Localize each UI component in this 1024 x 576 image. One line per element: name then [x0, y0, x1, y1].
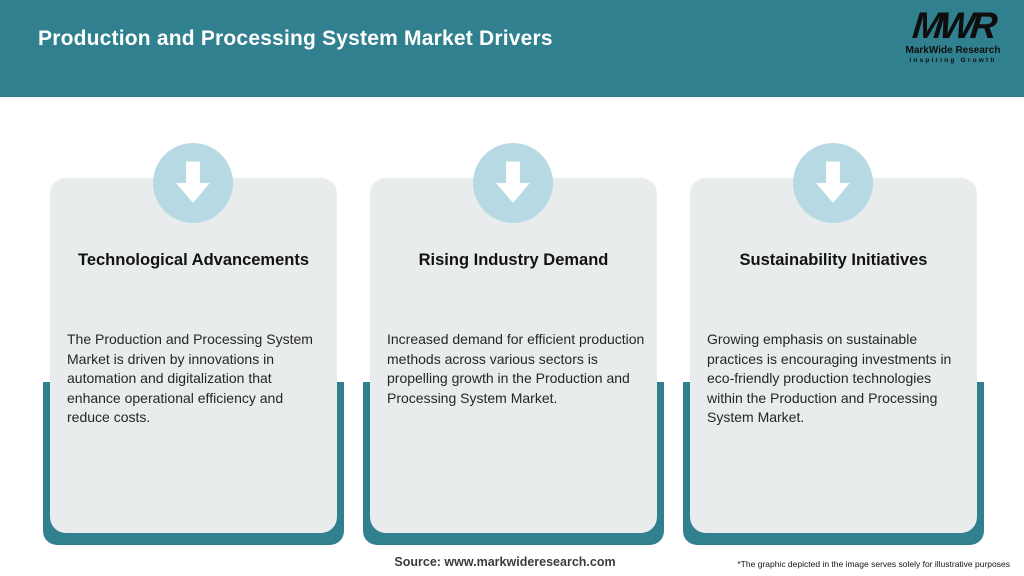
markwide-research-logo: MWR MarkWide Research Inspiring Growth — [898, 5, 1008, 64]
card-surface — [50, 178, 337, 533]
driver-card-rising-industry-demand: Rising Industry Demand Increased demand … — [363, 0, 664, 576]
card-title: Technological Advancements — [77, 251, 310, 269]
header-band: Production and Processing System Market … — [0, 0, 1024, 97]
down-arrow-icon — [473, 143, 553, 223]
card-surface — [370, 178, 657, 533]
logo-tagline: Inspiring Growth — [909, 56, 997, 64]
card-title: Rising Industry Demand — [418, 251, 609, 269]
card-title: Sustainability Initiatives — [739, 251, 928, 269]
logo-name: MarkWide Research — [905, 44, 1001, 56]
down-arrow-icon — [153, 143, 233, 223]
source-attribution: Source: www.markwideresearch.com — [394, 555, 616, 569]
card-surface — [690, 178, 977, 533]
down-arrow-icon — [793, 143, 873, 223]
disclaimer-note: *The graphic depicted in the image serve… — [737, 559, 1010, 569]
card-body-text: The Production and Processing System Mar… — [67, 331, 313, 425]
page-title: Production and Processing System Market … — [38, 27, 553, 50]
card-body-text: Growing emphasis on sustainable practice… — [707, 331, 952, 425]
driver-card-sustainability-initiatives: Sustainability Initiatives Growing empha… — [683, 0, 984, 576]
driver-card-technological-advancements: Technological Advancements The Productio… — [43, 0, 344, 576]
card-body-text: Increased demand for efficient productio… — [387, 331, 645, 406]
